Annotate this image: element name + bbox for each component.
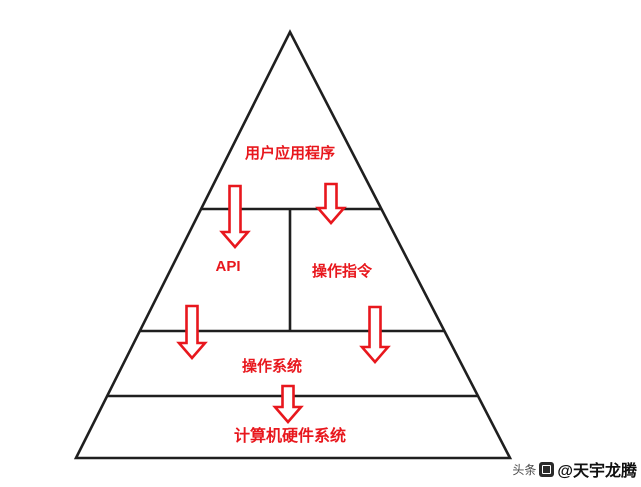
down-arrow-bottom (272, 384, 304, 424)
watermark: 头条 @天宇龙腾 (512, 457, 637, 481)
watermark-handle: @天宇龙腾 (557, 463, 637, 480)
down-arrow-top-left (219, 184, 251, 249)
layer-label-user-apps: 用户应用程序 (245, 144, 335, 162)
toutiao-logo-icon (539, 461, 555, 477)
watermark-prefix: 头条 (512, 462, 537, 477)
layer-label-op-commands: 操作指令 (312, 262, 373, 280)
down-arrow-top-right (315, 182, 347, 225)
down-arrow-mid-right (359, 305, 391, 364)
pyramid-outline (73, 29, 513, 460)
down-arrow-mid-left (176, 304, 208, 360)
layer-label-api: API (215, 258, 240, 275)
layer-label-os: 操作系统 (242, 357, 302, 375)
layer-label-hardware: 计算机硬件系统 (234, 426, 346, 445)
